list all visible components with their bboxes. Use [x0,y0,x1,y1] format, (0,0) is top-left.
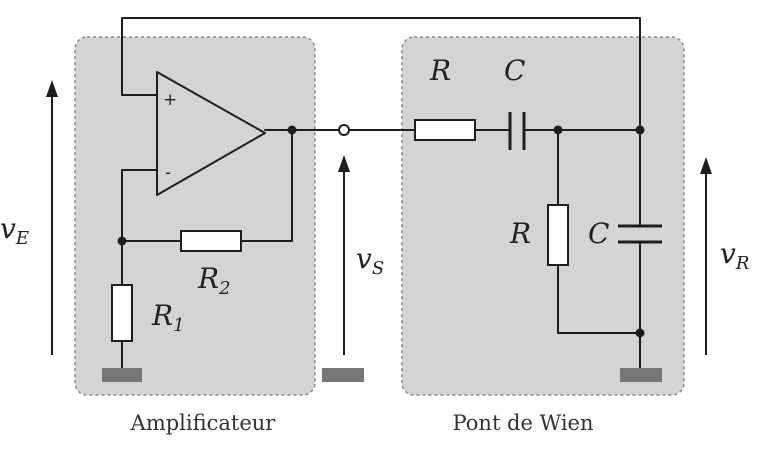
opamp-symbol [156,71,266,196]
parallel-wire [557,264,641,334]
ground-symbol [620,368,662,382]
parallel-resistor [547,204,569,266]
r2-label: R2 [197,262,231,299]
ve-arrowhead [46,80,58,97]
opamp-minus-sign: - [165,163,171,183]
inverting-input-wire [121,169,158,286]
r1-resistor [111,284,133,342]
output-node [338,124,350,136]
opamp-plus-sign: + [163,90,177,110]
parallel-capacitor-label: C [588,217,609,250]
wien-bridge-block [401,36,685,396]
junction-dot [287,125,297,135]
ground-symbol [322,368,364,382]
series-capacitor-label: C [504,54,525,87]
series-resistor-label: R [429,54,451,87]
series-resistor [414,119,476,141]
r2-resistor [180,230,242,252]
amplifier-caption: Amplificateur [130,411,277,435]
ve-label: vE [0,212,29,249]
wien-bridge-caption: Pont de Wien [453,411,594,435]
feedback-wire [121,17,641,131]
parallel-resistor-label: R [509,217,531,250]
vs-arrowhead [338,155,350,172]
vr-label: vR [720,237,749,274]
r2-wire-right [240,129,293,242]
vr-arrowhead [700,157,712,174]
r1-label: R1 [151,299,185,336]
vs-label: vS [356,242,384,279]
ground-symbol [102,368,142,382]
junction-dot [635,328,645,338]
